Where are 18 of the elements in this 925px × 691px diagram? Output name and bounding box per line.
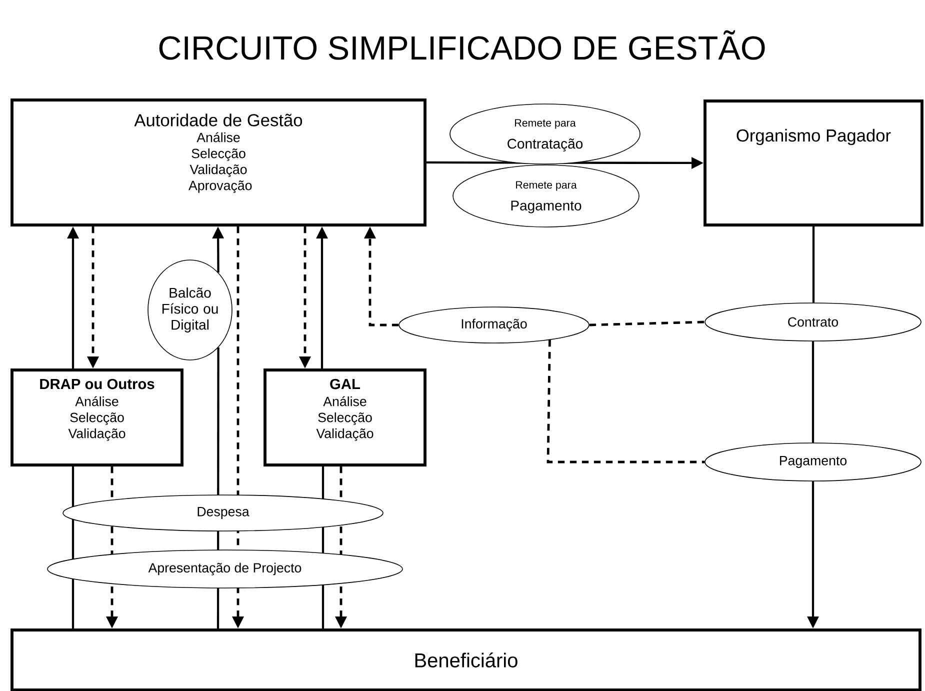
process-box: Beneficiário <box>10 628 922 691</box>
process-box: DRAP ou Outros Análise Selecção Validação <box>10 368 184 466</box>
connector-line <box>546 340 705 464</box>
process-box: GAL Análise Selecção Validação <box>264 368 426 466</box>
connector-line <box>812 226 815 303</box>
ellipse-label: Remete para Contratação <box>450 104 640 164</box>
ellipse-label: Apresentação de Projecto <box>47 550 403 588</box>
ellipse-label: Balcão Físico ou Digital <box>148 260 232 360</box>
connector-line <box>589 320 705 326</box>
title: CIRCUITO SIMPLIFICADO DE GESTÃO <box>159 30 765 60</box>
ellipse-label: Informação <box>398 306 590 344</box>
ellipse-label: Pagamento <box>704 442 922 482</box>
ellipse-label: Despesa <box>62 494 384 532</box>
ellipse-label: Remete para Pagamento <box>452 164 640 228</box>
ellipse-label: Contrato <box>704 302 922 342</box>
process-box: Organismo Pagador <box>704 100 924 226</box>
connector-line <box>812 341 814 443</box>
process-box: Autoridade de Gestão Análise Selecção Validação Aprovação <box>10 98 426 226</box>
